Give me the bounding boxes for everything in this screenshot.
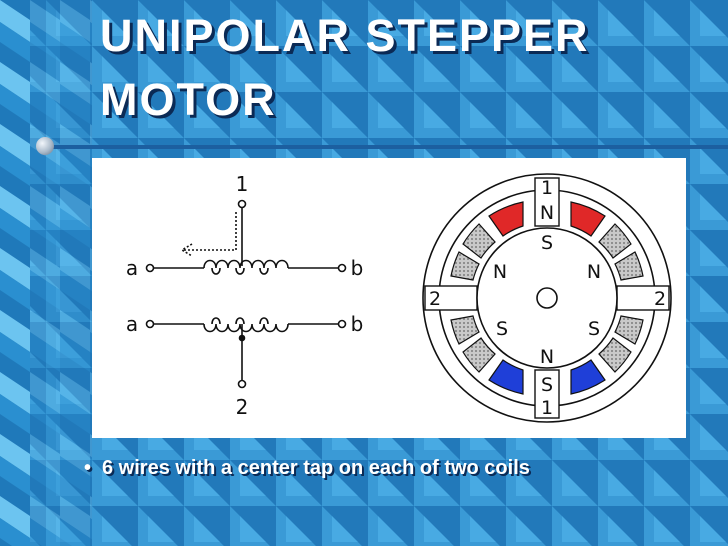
bullet-marker: • xyxy=(84,457,92,479)
coil1-b-node xyxy=(337,263,347,273)
coil-top-left-north xyxy=(488,201,524,237)
label-stator-bottom: 1 xyxy=(541,397,553,419)
coil-right-upper-neutral xyxy=(614,251,644,281)
motor-labels: 1 1 2 2 N S N S N N S S xyxy=(429,177,666,419)
motor-cross-section xyxy=(422,173,672,423)
label-pole-top-outer: N xyxy=(540,202,554,224)
coil-schematic xyxy=(145,199,347,389)
terminal-1-node xyxy=(237,199,247,209)
label-rotor-lower-right: S xyxy=(588,318,600,340)
coil2-loops xyxy=(211,317,269,325)
label-stator-right: 2 xyxy=(654,288,666,310)
coil1-winding xyxy=(203,259,289,269)
coil-top-right-north xyxy=(570,201,606,237)
label-coil2-b: b xyxy=(351,312,364,336)
coil2-b-node xyxy=(337,319,347,329)
coil1-a-node xyxy=(145,263,155,273)
bullet-text: 6 wires with a center tap on each of two… xyxy=(102,457,530,479)
label-stator-top: 1 xyxy=(541,177,553,199)
label-rotor-upper-left: N xyxy=(493,261,507,283)
tap-arrow-head xyxy=(180,243,193,257)
coil2-a-node xyxy=(145,319,155,329)
coil-lower-right-neutral xyxy=(598,337,632,373)
label-coil2-a: a xyxy=(126,312,138,336)
label-terminal-2: 2 xyxy=(236,395,249,419)
tap-arrow-line xyxy=(184,212,237,251)
terminal-2-node xyxy=(237,379,247,389)
label-rotor-lower-left: S xyxy=(496,318,508,340)
divider-knob xyxy=(36,137,54,155)
title-line-1: UNIPOLAR STEPPER xyxy=(100,10,590,61)
coil1-loops xyxy=(211,267,269,275)
label-coil1-b: b xyxy=(351,256,364,280)
label-coil1-a: a xyxy=(126,256,138,280)
rotor-shaft xyxy=(536,287,558,309)
schematic-labels: 1 2 a b a b xyxy=(126,172,363,419)
stepper-diagram: 1 2 a b a b xyxy=(126,172,672,423)
coil-right-lower-neutral xyxy=(614,315,644,345)
label-stator-left: 2 xyxy=(429,288,441,310)
coil-upper-right-neutral xyxy=(598,223,632,259)
pole-tooth-left xyxy=(424,285,478,311)
coil-left-upper-neutral xyxy=(450,251,480,281)
diagram-panel: 1 2 a b a b xyxy=(92,158,686,438)
label-pole-top-inner: S xyxy=(541,232,553,254)
coil-bottom-left-south xyxy=(488,359,524,395)
pole-tooth-bottom xyxy=(534,369,560,419)
coil-upper-left-neutral xyxy=(462,223,496,259)
coil-bottom-right-south xyxy=(570,359,606,395)
bullet-item: • 6 wires with a center tap on each of t… xyxy=(84,453,682,483)
coil2-winding xyxy=(203,323,289,333)
coil-left-lower-neutral xyxy=(450,315,480,345)
coil-lower-left-neutral xyxy=(462,337,496,373)
slide-title: UNIPOLAR STEPPER MOTOR xyxy=(100,4,700,132)
label-terminal-1: 1 xyxy=(236,172,249,196)
pole-tooth-top xyxy=(534,177,560,227)
label-pole-bottom-outer: S xyxy=(541,374,553,396)
label-rotor-upper-right: N xyxy=(587,261,601,283)
title-line-2: MOTOR xyxy=(100,74,277,125)
title-divider xyxy=(40,145,728,149)
pole-tooth-right xyxy=(616,285,670,311)
terminal-2-junction xyxy=(238,334,246,342)
label-pole-bottom-inner: N xyxy=(540,346,554,368)
